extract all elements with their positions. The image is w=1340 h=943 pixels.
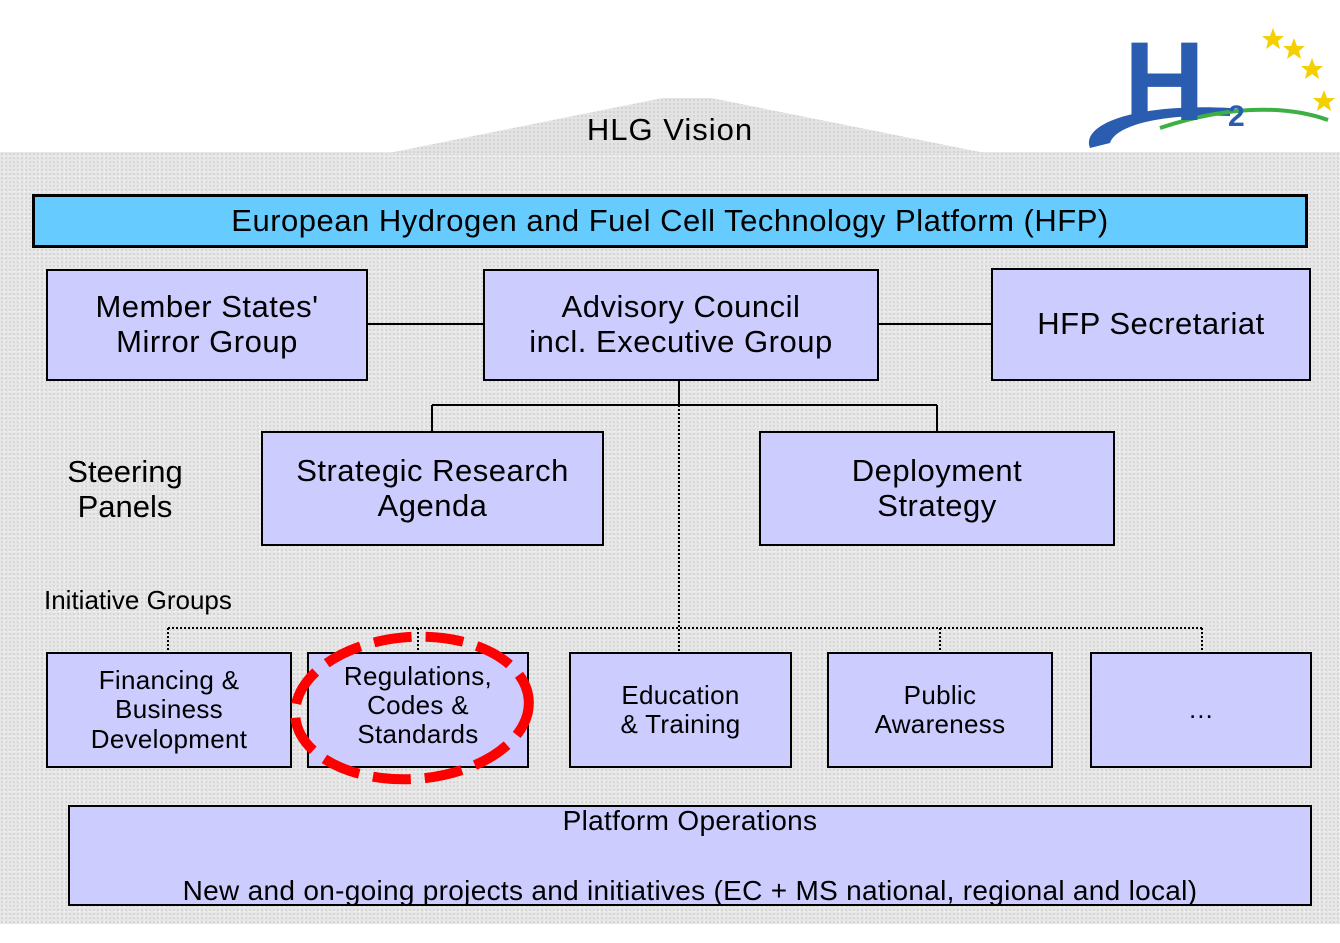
hlg-vision-label: HLG Vision bbox=[586, 112, 754, 147]
initiative-groups-label: Initiative Groups bbox=[44, 585, 232, 615]
operations-title: Platform Operations bbox=[562, 805, 818, 836]
deployment-strategy-box: Deployment Strategy bbox=[759, 431, 1115, 546]
logo-h-text: H bbox=[1124, 19, 1205, 144]
financing-business-box: Financing & Business Development bbox=[46, 652, 292, 768]
strategic-research-agenda-box: Strategic Research Agenda bbox=[261, 431, 604, 546]
mirror-group-box: Member States' Mirror Group bbox=[46, 269, 368, 381]
advisory-council-box: Advisory Council incl. Executive Group bbox=[483, 269, 879, 381]
logo-subscript-text: 2 bbox=[1228, 100, 1245, 133]
more-groups-box: … bbox=[1090, 652, 1312, 768]
public-awareness-box: Public Awareness bbox=[827, 652, 1053, 768]
secretariat-box: HFP Secretariat bbox=[991, 268, 1311, 381]
education-training-box: Education & Training bbox=[569, 652, 792, 768]
logo-swoosh-green bbox=[1159, 107, 1329, 130]
regulations-codes-standards-box: Regulations, Codes & Standards bbox=[307, 652, 529, 768]
platform-operations-box: Platform Operations New and on-going pro… bbox=[68, 805, 1312, 906]
h2-logo: H 2 bbox=[1088, 19, 1335, 148]
star-icons bbox=[1262, 28, 1335, 111]
steering-panels-label: Steering Panels bbox=[67, 454, 183, 524]
hfp-platform-bar: European Hydrogen and Fuel Cell Technolo… bbox=[32, 194, 1308, 248]
operations-subtitle: New and on-going projects and initiative… bbox=[182, 875, 1198, 906]
logo-swoosh-blue bbox=[1088, 107, 1230, 148]
